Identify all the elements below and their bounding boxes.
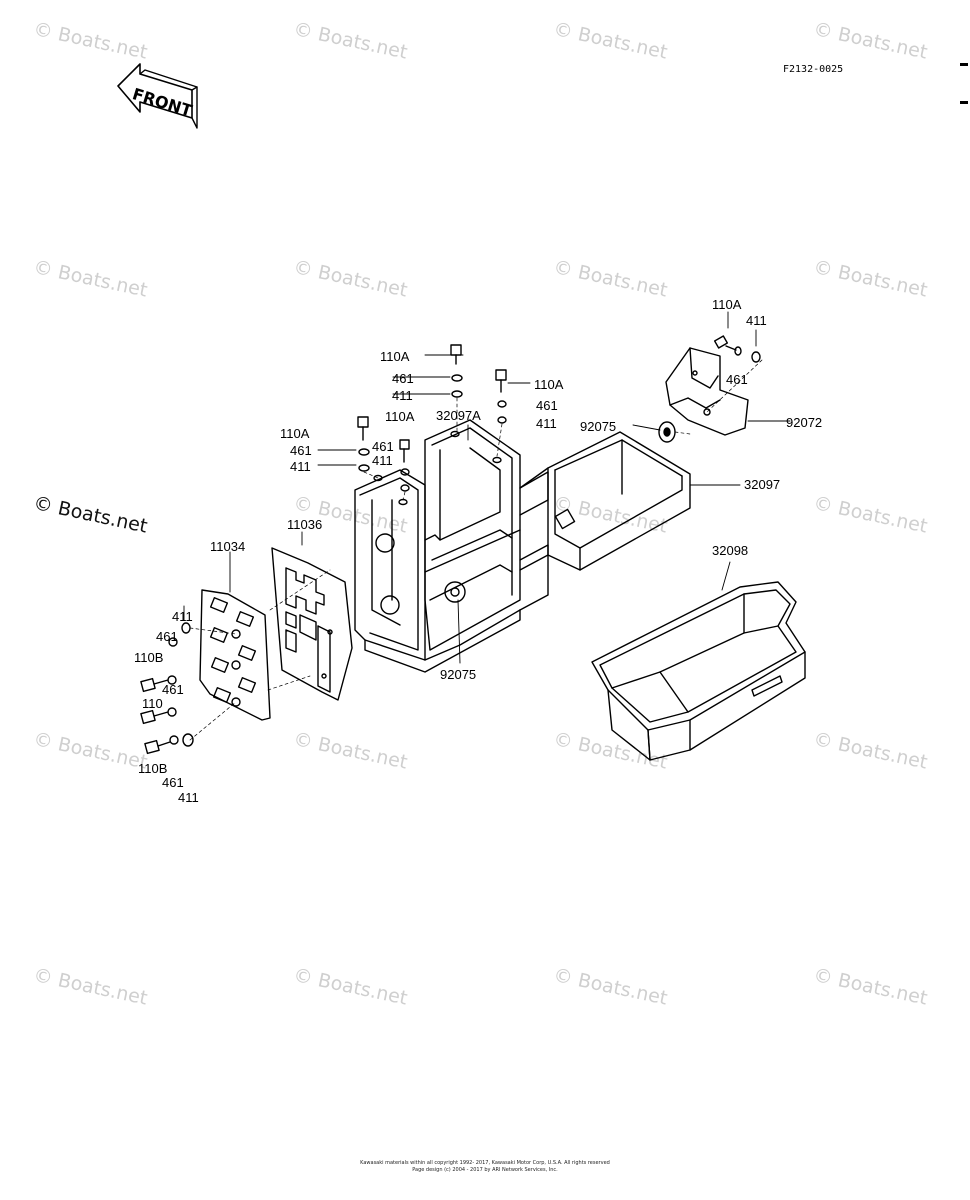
part-label: 110A (280, 426, 310, 441)
part-label: 32097 (744, 477, 781, 492)
page-design-line: Page design (c) 2004 - 2017 by ARI Netwo… (412, 1167, 558, 1173)
part-label: 110B (134, 650, 164, 665)
part-label: 92072 (786, 415, 823, 430)
part-92075-washer (658, 421, 676, 443)
part-92072-bracket (665, 347, 749, 436)
assembly-lines (189, 359, 763, 741)
part-label: 411 (536, 416, 557, 431)
part-label: 32098 (712, 543, 749, 558)
part-label: 11034 (210, 539, 246, 554)
part-label: 411 (290, 459, 311, 474)
part-label: 411 (172, 609, 193, 624)
part-label: 461 (290, 443, 312, 458)
part-label: 461 (392, 371, 414, 386)
part-label: 110A (534, 377, 564, 392)
part-label: 411 (372, 453, 393, 468)
part-label: 461 (162, 775, 184, 790)
edge-mark (960, 101, 968, 104)
copyright-line: Kawasaki materials within all copyright … (360, 1160, 610, 1166)
diagram-reference: F2132-0025 (783, 64, 844, 75)
part-32097-tray (519, 431, 691, 571)
part-label: 32097A (436, 408, 481, 423)
part-32097A-bracket (373, 419, 549, 651)
edge-mark (960, 63, 968, 66)
part-label: 461 (536, 398, 558, 413)
part-label: 11036 (287, 517, 323, 532)
part-label: 461 (726, 372, 748, 387)
part-label: 411 (178, 790, 199, 805)
part-label: 110A (712, 297, 742, 312)
leader-lines (183, 311, 791, 664)
front-arrow-icon: FRONT (117, 63, 198, 129)
part-label: 110A (380, 349, 410, 364)
part-label: 461 (162, 682, 184, 697)
part-label: 411 (746, 313, 767, 328)
part-battery-case (354, 469, 521, 673)
part-label: 110 (142, 696, 163, 711)
part-label: 461 (372, 439, 394, 454)
part-label: 110A (385, 409, 415, 424)
part-label: 92075 (580, 419, 617, 434)
part-label: 461 (156, 629, 178, 644)
part-11034-plate (199, 589, 271, 721)
part-label: 110B (138, 761, 168, 776)
part-32098-tray (591, 581, 806, 761)
part-label: 92075 (440, 667, 477, 682)
part-11036-plate (271, 547, 353, 701)
part-label: 411 (392, 388, 413, 403)
